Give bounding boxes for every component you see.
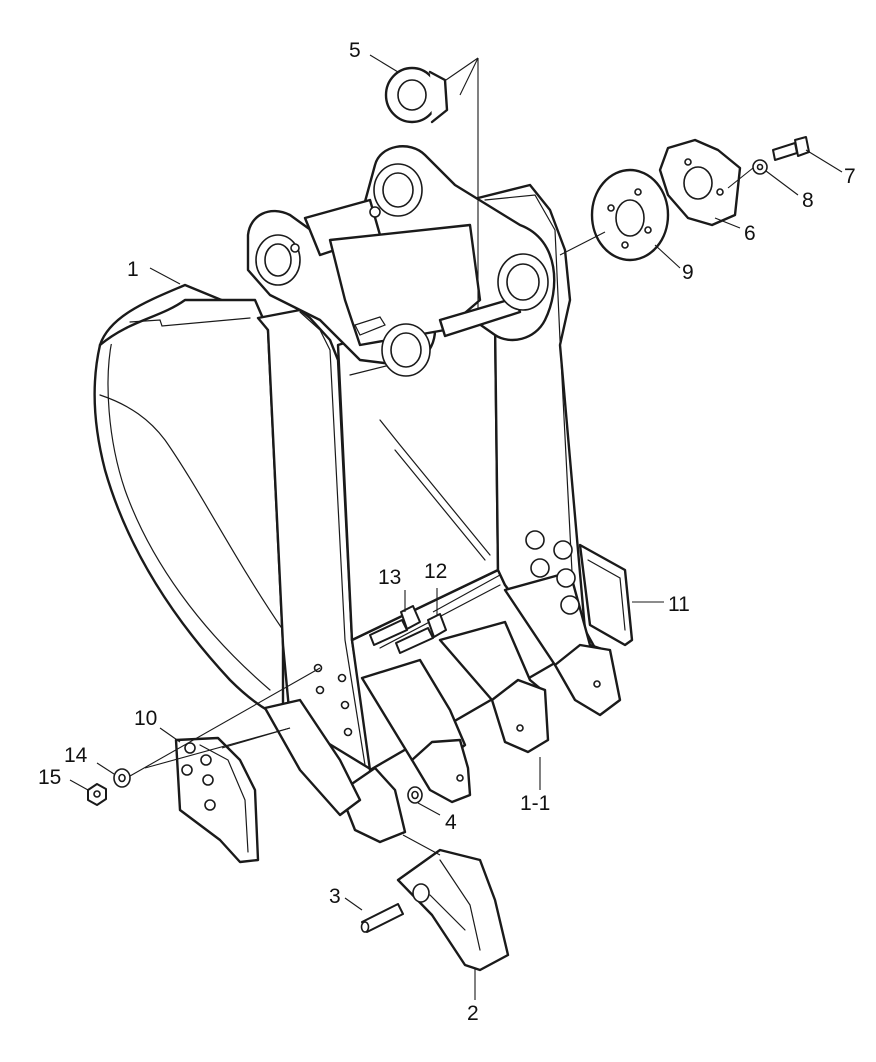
callout-5: 5 (349, 39, 361, 62)
side-cutter-right (578, 543, 634, 647)
bolt-13 (369, 605, 421, 646)
leader-lines (69, 54, 843, 1000)
callout-8: 8 (802, 189, 814, 212)
tooth-pin (360, 903, 404, 933)
callout-labels: 5 1 9 6 8 7 11 13 12 10 14 15 4 1-1 3 2 (38, 39, 856, 1025)
callout-15: 15 (38, 766, 61, 789)
washer-14 (113, 768, 131, 788)
flat-washer-8 (752, 159, 768, 175)
callout-12: 12 (424, 560, 447, 583)
bucket-tooth (396, 848, 510, 972)
side-holes-left (313, 663, 353, 737)
callout-1: 1 (127, 258, 139, 281)
bucket-shell (93, 183, 597, 772)
callout-11: 11 (668, 593, 690, 616)
nut-15 (87, 783, 107, 806)
callout-1-1: 1-1 (520, 792, 550, 815)
callout-10: 10 (134, 707, 157, 730)
bushing (384, 66, 449, 124)
callout-13: 13 (378, 566, 401, 589)
callout-7: 7 (844, 165, 856, 188)
callout-9: 9 (682, 261, 694, 284)
callout-4: 4 (445, 811, 457, 834)
side-cutter-left (174, 736, 260, 864)
boss-bushings (255, 163, 549, 377)
bolt-7 (772, 136, 810, 161)
retaining-plate (658, 138, 742, 227)
callout-14: 14 (64, 744, 88, 767)
callout-6: 6 (744, 222, 756, 245)
callout-3: 3 (329, 885, 341, 908)
bolt-12 (395, 613, 447, 654)
lock-washer (407, 786, 423, 804)
side-bolts-right (525, 530, 580, 615)
shim-ring (590, 168, 670, 262)
callout-2: 2 (467, 1002, 479, 1025)
